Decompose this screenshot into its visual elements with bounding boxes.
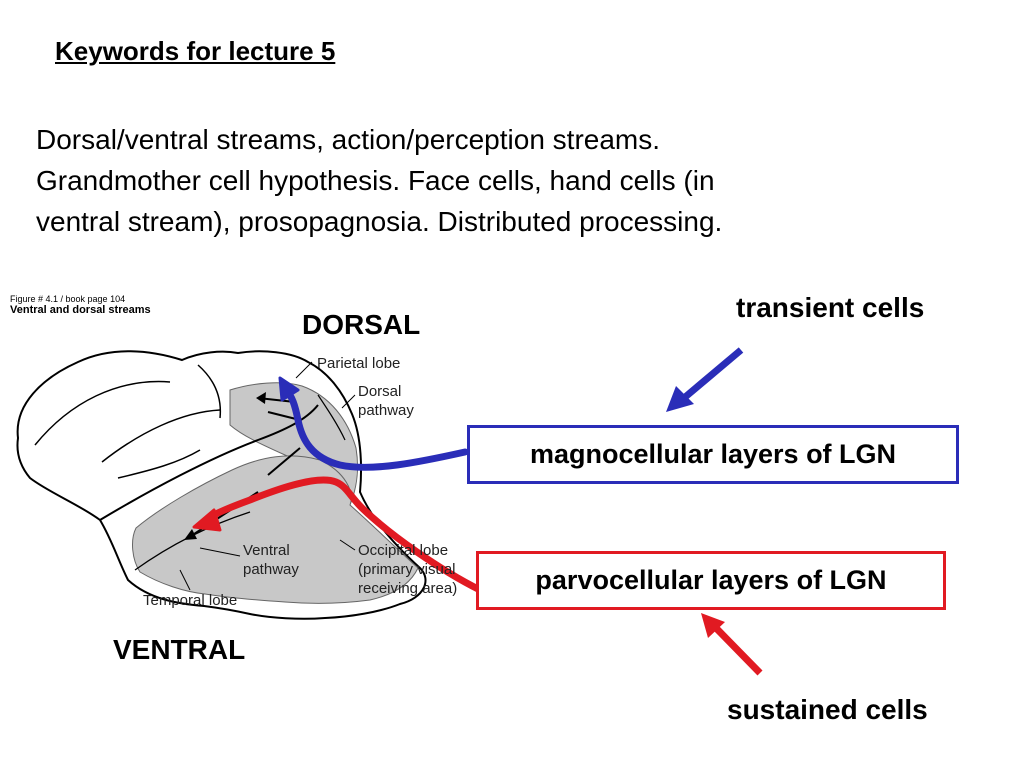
brain-sulcus: [197, 364, 222, 419]
leader-line: [339, 539, 356, 551]
slide-title: Keywords for lecture 5: [55, 36, 336, 66]
leader-line: [341, 394, 356, 409]
brain-sulcus: [117, 449, 201, 479]
magno-stream-arrowhead: [278, 376, 300, 402]
dorsal-pathway-arrowhead: [256, 392, 266, 404]
leader-line: [199, 547, 241, 557]
brain-sulcus: [101, 409, 221, 463]
parvocellular-label: parvocellular layers of LGN: [535, 565, 887, 595]
sustained-cells-arrowhead: [701, 613, 725, 638]
ventral-pathway-label: Ventral pathway: [243, 541, 299, 579]
parvocellular-box: parvocellular layers of LGN: [476, 551, 946, 610]
leader-line: [179, 569, 191, 591]
dorsal-pathway-label-line: Dorsal: [358, 383, 402, 400]
occipital-lobe-label: Occipital lobe (primary visual receiving…: [358, 541, 457, 598]
transient-cells-arrowhead: [666, 386, 694, 412]
occipital-lobe-label-line: Occipital lobe: [358, 542, 449, 559]
sustained-cells-label: sustained cells: [727, 694, 928, 725]
dorsal-pathway-label: Dorsal pathway: [358, 382, 414, 420]
paragraph-line: Grandmother cell hypothesis. Face cells,…: [36, 165, 715, 196]
brain-sulcus: [34, 380, 171, 446]
magno-stream-line: [282, 386, 469, 471]
transient-cells-label: transient cells: [736, 292, 925, 323]
figure-title: Ventral and dorsal streams: [10, 304, 151, 316]
leader-line: [295, 361, 313, 379]
dorsal-pathway-label-line: pathway: [358, 402, 414, 419]
ventral-pathway-arrowhead: [184, 529, 197, 540]
ventral-pathway-label-line: Ventral: [243, 542, 290, 559]
magnocellular-box: magnocellular layers of LGN: [467, 425, 959, 484]
paragraph-line: Dorsal/ventral streams, action/perceptio…: [36, 124, 661, 155]
occipital-lobe-label-line: (primary visual: [358, 561, 456, 578]
keywords-paragraph: Dorsal/ventral streams, action/perceptio…: [36, 119, 916, 242]
ventral-label: VENTRAL: [113, 634, 246, 665]
figure-caption: Figure # 4.1 / book page 104: [10, 294, 126, 304]
ventral-pathway-label-line: pathway: [243, 561, 299, 578]
ventral-pathway-arrow: [267, 447, 301, 476]
parvo-stream-arrowhead: [192, 508, 222, 532]
dorsal-label: DORSAL: [302, 309, 421, 340]
sustained-cells-arrow: [713, 625, 763, 676]
transient-cells-arrow: [681, 347, 744, 401]
magnocellular-label: magnocellular layers of LGN: [529, 439, 897, 469]
temporal-lobe-label: Temporal lobe: [143, 592, 238, 609]
parvo-stream-line: [202, 476, 484, 594]
brain-sulcus: [317, 394, 346, 441]
occipital-lobe-label-line: receiving area): [358, 580, 458, 597]
paragraph-line: ventral stream), prosopagnosia. Distribu…: [36, 206, 723, 237]
parietal-lobe-label: Parietal lobe: [317, 355, 401, 372]
